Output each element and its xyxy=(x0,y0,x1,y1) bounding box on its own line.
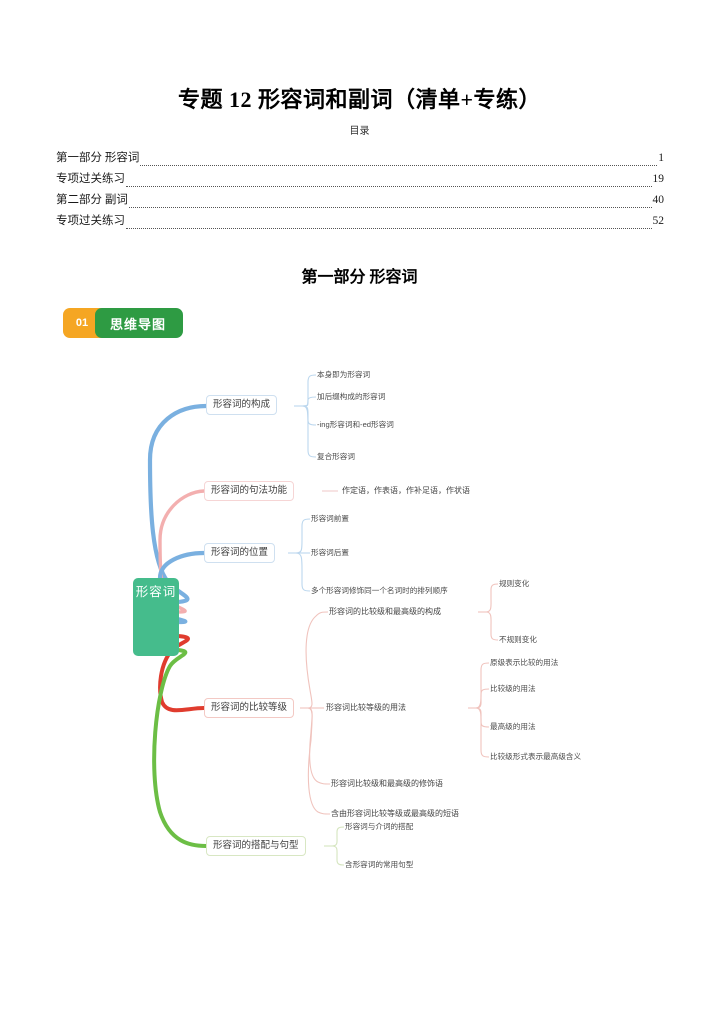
sub-connector xyxy=(295,518,311,554)
toc-entry-label: 第一部分 形容词 xyxy=(56,152,140,164)
mindmap-leaf[interactable]: 最高级的用法 xyxy=(490,722,536,731)
branch-line-composition xyxy=(147,403,209,605)
mindmap-leaf[interactable]: 多个形容词修饰同一个名词时的排列顺序 xyxy=(311,586,448,595)
mindmap-leaf[interactable]: 原级表示比较的用法 xyxy=(490,658,559,667)
sub-connector xyxy=(475,688,490,709)
sub-connector xyxy=(301,396,317,407)
sub-connector xyxy=(485,583,499,613)
mindmap-leaf[interactable]: 形容词的比较级和最高级的构成 xyxy=(329,607,441,616)
toc-leader-dots xyxy=(140,164,658,166)
mindmap-leaf[interactable]: 含形容词的常用句型 xyxy=(345,860,414,869)
sub-connector xyxy=(295,552,311,592)
mindmap-leaf[interactable]: 规则变化 xyxy=(499,579,530,588)
mindmap-leaf[interactable]: -ing形容词和-ed形容词 xyxy=(317,420,394,429)
section-badge: 01 思维导图 xyxy=(63,308,184,338)
sub-connector xyxy=(301,405,317,426)
toc-heading: 目录 xyxy=(349,126,370,137)
sub-connector xyxy=(475,662,490,709)
toc-entry-page: 1 xyxy=(658,152,664,164)
sub-connector xyxy=(301,405,317,458)
toc-entry-label: 第二部分 副词 xyxy=(56,194,128,206)
toc-entry[interactable]: 专项过关练习 19 xyxy=(56,169,664,190)
mindmap: 形容词 形容词的构成 本身即为形容词 加后缀构成的形容词 -ing形容词和-ed… xyxy=(0,350,719,880)
mindmap-node-syntax-function[interactable]: 形容词的句法功能 xyxy=(204,481,295,501)
mindmap-leaf[interactable]: 形容词与介词的搭配 xyxy=(345,822,414,831)
branch-line-collocation xyxy=(152,648,208,848)
branch-line-degree xyxy=(158,634,206,713)
mindmap-connectors xyxy=(147,374,499,866)
mindmap-node-composition[interactable]: 形容词的构成 xyxy=(206,395,278,415)
mindmap-root-node[interactable]: 形容词 xyxy=(133,578,179,656)
mindmap-leaf[interactable]: 形容词前置 xyxy=(311,514,349,523)
mindmap-node-position[interactable]: 形容词的位置 xyxy=(204,543,276,563)
sub-connector xyxy=(485,611,499,641)
badge-label: 思维导图 xyxy=(95,308,184,338)
sub-connector xyxy=(475,707,490,728)
toc-leader-dots xyxy=(126,227,652,229)
mindmap-leaf[interactable]: 含由形容词比较等级或最高级的短语 xyxy=(331,809,459,818)
mindmap-node-collocation[interactable]: 形容词的搭配与句型 xyxy=(206,836,306,856)
sub-connector xyxy=(301,374,317,407)
mindmap-leaf[interactable]: 形容词比较级和最高级的修饰语 xyxy=(331,779,443,788)
mindmap-leaf[interactable]: 比较级形式表示最高级含义 xyxy=(490,752,582,761)
mindmap-leaf[interactable]: 复合形容词 xyxy=(317,452,355,461)
mindmap-leaf[interactable]: 加后缀构成的形容词 xyxy=(317,392,386,401)
mindmap-leaf[interactable]: 本身即为形容词 xyxy=(317,370,371,379)
sub-connector xyxy=(331,845,345,866)
sub-connector xyxy=(331,826,345,847)
sub-connector xyxy=(475,707,490,758)
mindmap-leaf[interactable]: 作定语，作表语，作补足语，作状语 xyxy=(342,486,470,495)
toc-entry[interactable]: 专项过关练习 52 xyxy=(56,211,664,232)
toc-entry-page: 40 xyxy=(652,194,665,206)
toc-entry-label: 专项过关练习 xyxy=(56,173,125,185)
toc-entry-page: 19 xyxy=(652,173,665,185)
mindmap-leaf[interactable]: 比较级的用法 xyxy=(490,684,536,693)
page-title: 专题 12 形容词和副词（清单+专练） xyxy=(177,87,542,112)
toc-leader-dots xyxy=(128,206,652,208)
sub-connector xyxy=(305,611,329,709)
toc-entry-page: 52 xyxy=(652,215,665,227)
mindmap-leaf[interactable]: 形容词后置 xyxy=(311,548,349,557)
toc-entry[interactable]: 第一部分 形容词 1 xyxy=(56,148,664,169)
sub-connector xyxy=(307,707,331,785)
toc-entry-label: 专项过关练习 xyxy=(56,215,125,227)
toc-entry[interactable]: 第二部分 副词 40 xyxy=(56,190,664,211)
sub-connector xyxy=(307,707,331,815)
section-heading: 第一部分 形容词 xyxy=(301,269,418,286)
table-of-contents: 第一部分 形容词 1 专项过关练习 19 第二部分 副词 40 专项过关练习 5… xyxy=(56,148,664,232)
mindmap-leaf[interactable]: 形容词比较等级的用法 xyxy=(326,703,406,712)
toc-leader-dots xyxy=(126,185,652,187)
mindmap-node-comparison-degree[interactable]: 形容词的比较等级 xyxy=(204,698,295,718)
mindmap-leaf[interactable]: 不规则变化 xyxy=(499,635,537,644)
